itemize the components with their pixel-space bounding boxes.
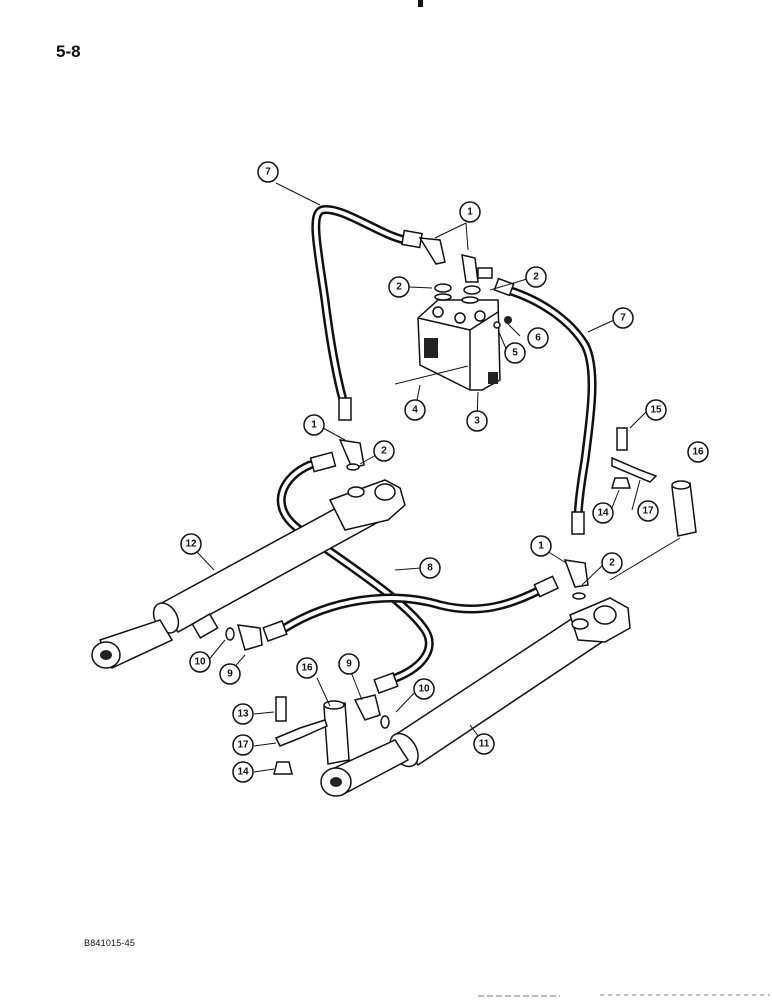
svg-text:2: 2 [609,558,615,569]
callout-17-right: 17 [637,500,659,522]
svg-text:10: 10 [418,684,430,695]
pin-16-left [323,700,350,765]
fittings-lower [225,439,589,729]
callout-15: 15 [645,399,667,421]
callout-14-left: 14 [232,761,254,783]
hardware-right [610,427,658,489]
svg-text:5: 5 [512,348,518,359]
callout-2-right: 2 [601,552,623,574]
svg-text:12: 12 [185,539,197,550]
o-ring-2-right [463,285,481,295]
callout-2-top-right: 2 [525,266,547,288]
svg-text:3: 3 [474,416,480,427]
callout-2-top-left: 2 [388,276,410,298]
valve-block-3 [394,293,512,391]
callout-2-left: 2 [373,440,395,462]
cylinder-12 [91,479,406,670]
cylinder-11 [320,597,631,797]
hose-7-left [311,205,423,421]
callout-4: 4 [404,399,426,421]
svg-text:14: 14 [597,508,609,519]
callout-3: 3 [466,410,488,432]
svg-text:7: 7 [620,313,626,324]
hardware-left [273,696,328,775]
svg-text:13: 13 [237,709,249,720]
o-ring-2-left [434,283,452,293]
svg-text:1: 1 [311,420,317,431]
callout-5: 5 [504,342,526,364]
hose-7-right [493,277,597,535]
callout-8: 8 [419,557,441,579]
svg-text:4: 4 [412,405,418,416]
callout-16-left: 16 [296,657,318,679]
svg-text:16: 16 [301,663,313,674]
callout-13: 13 [232,703,254,725]
callout-10-left: 10 [189,651,211,673]
svg-text:7: 7 [265,167,271,178]
callout-1-top: 1 [459,201,481,223]
svg-text:8: 8 [427,563,433,574]
callout-9-left: 9 [219,663,241,685]
callout-7-top: 7 [257,161,279,183]
top-edge-mark [418,0,423,7]
callout-1-left: 1 [303,414,325,436]
svg-text:2: 2 [381,446,387,457]
svg-text:2: 2 [396,282,402,293]
hose-8 [262,451,560,694]
svg-text:6: 6 [535,333,541,344]
svg-text:10: 10 [194,657,206,668]
callout-10-right: 10 [413,678,435,700]
svg-text:17: 17 [642,506,654,517]
callout-12: 12 [180,533,202,555]
callout-16-right: 16 [687,441,709,463]
svg-text:16: 16 [692,447,704,458]
tee-fittings-top [418,237,493,283]
callout-1-right: 1 [530,535,552,557]
callout-7-right: 7 [612,307,634,329]
figure-code: B841015-45 [84,938,136,948]
leader-lines [196,182,681,773]
svg-text:9: 9 [227,669,233,680]
callout-17-left: 17 [232,734,254,756]
svg-text:14: 14 [237,767,249,778]
svg-text:9: 9 [346,659,352,670]
svg-text:17: 17 [237,740,249,751]
svg-text:1: 1 [538,541,544,552]
svg-text:2: 2 [533,272,539,283]
svg-text:15: 15 [650,405,662,416]
callout-9-right: 9 [338,653,360,675]
callout-11: 11 [473,733,495,755]
page-number: 5-8 [56,42,81,61]
svg-text:11: 11 [479,739,490,750]
callout-14-right: 14 [592,502,614,524]
callout-6: 6 [527,327,549,349]
pin-16-right [671,480,697,537]
svg-text:1: 1 [467,207,473,218]
